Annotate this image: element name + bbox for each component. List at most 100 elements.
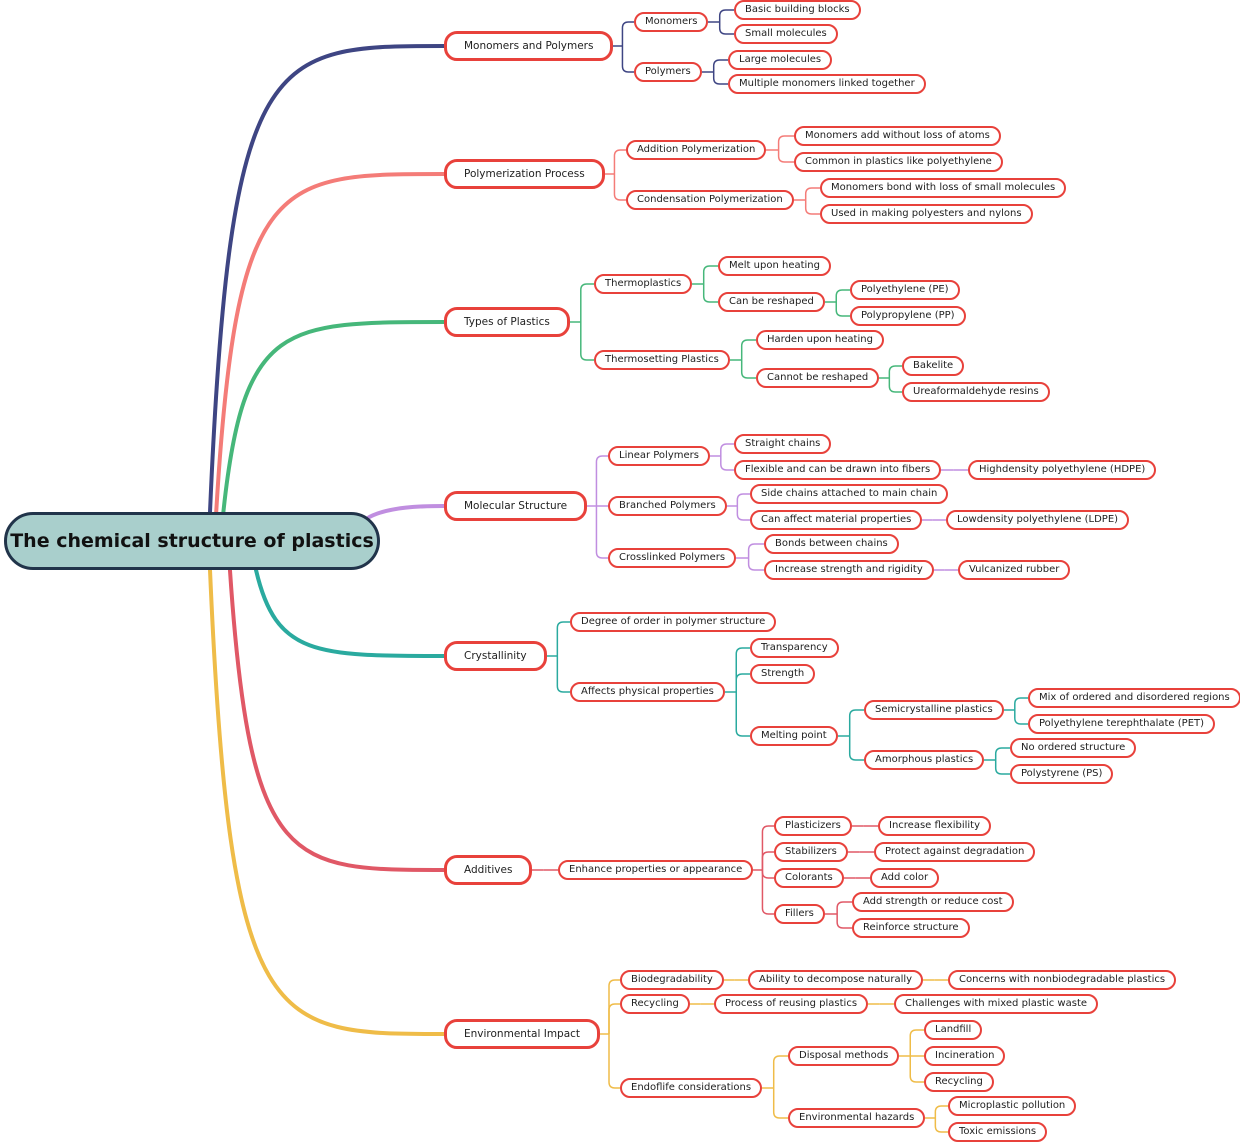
connector-thermoplastics (692, 265, 718, 303)
node-increase-strength[interactable]: Increase strength and rigidity (764, 560, 934, 580)
main-branch-polymerization-process (214, 172, 446, 514)
node-bonds-between-chains[interactable]: Bonds between chains (764, 534, 899, 554)
node-semicrystalline[interactable]: Semicrystalline plastics (864, 700, 1004, 720)
node-process-reusing[interactable]: Process of reusing plastics (714, 994, 869, 1014)
node-disposal-methods[interactable]: Disposal methods (788, 1046, 900, 1066)
node-recycling[interactable]: Recycling (620, 994, 690, 1014)
node-vulcanized-rubber[interactable]: Vulcanized rubber (958, 560, 1071, 580)
node-decompose-naturally[interactable]: Ability to decompose naturally (748, 970, 924, 990)
node-melt-upon-heating[interactable]: Melt upon heating (718, 256, 831, 276)
node-polyethylene-pe[interactable]: Polyethylene (PE) (850, 280, 960, 300)
connector-endoflife (762, 1055, 788, 1119)
node-thermoplastics[interactable]: Thermoplastics (594, 274, 693, 294)
node-fillers[interactable]: Fillers (774, 904, 825, 924)
node-polyesters-nylons[interactable]: Used in making polyesters and nylons (820, 204, 1033, 224)
node-toxic-emissions[interactable]: Toxic emissions (948, 1122, 1048, 1142)
node-colorants[interactable]: Colorants (774, 868, 844, 888)
node-additives[interactable]: Additives (444, 855, 533, 885)
node-concerns-nonbio[interactable]: Concerns with nonbiodegradable plastics (948, 970, 1177, 990)
node-strength[interactable]: Strength (750, 664, 816, 684)
connector-disposal-methods (899, 1029, 924, 1083)
node-recycling-method[interactable]: Recycling (924, 1072, 994, 1092)
node-monomers-and-polymers[interactable]: Monomers and Polymers (444, 31, 614, 61)
node-landfill[interactable]: Landfill (924, 1020, 983, 1040)
connector-environmental-impact (600, 979, 620, 1089)
node-common-in-plastics[interactable]: Common in plastics like polyethylene (794, 152, 1003, 172)
node-endoflife[interactable]: Endoflife considerations (620, 1078, 763, 1098)
connector-cannot-be-reshaped (879, 365, 902, 393)
connector-affects-physical (725, 647, 750, 737)
connector-amorphous (984, 747, 1010, 775)
connector-enhance-properties (753, 825, 774, 915)
connector-semicrystalline (1004, 697, 1028, 725)
node-microplastic[interactable]: Microplastic pollution (948, 1096, 1077, 1116)
node-ureaformaldehyde[interactable]: Ureaformaldehyde resins (902, 382, 1050, 402)
node-side-chains[interactable]: Side chains attached to main chain (750, 484, 949, 504)
node-enhance-properties[interactable]: Enhance properties or appearance (558, 860, 754, 880)
node-can-be-reshaped[interactable]: Can be reshaped (718, 292, 825, 312)
node-crosslinked-polymers[interactable]: Crosslinked Polymers (608, 548, 737, 568)
node-multiple-monomers[interactable]: Multiple monomers linked together (728, 74, 926, 94)
node-ldpe[interactable]: Lowdensity polyethylene (LDPE) (946, 510, 1130, 530)
node-polypropylene-pp[interactable]: Polypropylene (PP) (850, 306, 966, 326)
node-large-molecules[interactable]: Large molecules (728, 50, 833, 70)
node-plasticizers[interactable]: Plasticizers (774, 816, 852, 836)
connector-types-of-plastics (570, 283, 594, 361)
node-protect-degradation[interactable]: Protect against degradation (874, 842, 1036, 862)
connector-fillers (825, 901, 852, 929)
node-molecular-structure[interactable]: Molecular Structure (444, 491, 588, 521)
node-biodegradability[interactable]: Biodegradability (620, 970, 724, 990)
connector-can-be-reshaped (825, 289, 850, 317)
node-branched-polymers[interactable]: Branched Polymers (608, 496, 727, 516)
node-small-molecules[interactable]: Small molecules (734, 24, 838, 44)
node-pet[interactable]: Polyethylene terephthalate (PET) (1028, 714, 1216, 734)
node-melting-point[interactable]: Melting point (750, 726, 838, 746)
connector-molecular-structure (587, 455, 608, 559)
main-branch-types-of-plastics (221, 320, 446, 514)
node-polymers[interactable]: Polymers (634, 62, 702, 82)
connector-thermosetting-plastics (730, 339, 756, 379)
node-polymerization-process[interactable]: Polymerization Process (444, 159, 605, 189)
node-mixed-waste[interactable]: Challenges with mixed plastic waste (894, 994, 1099, 1014)
node-hdpe[interactable]: Highdensity polyethylene (HDPE) (968, 460, 1157, 480)
node-stabilizers[interactable]: Stabilizers (774, 842, 848, 862)
connector-crystallinity (547, 621, 570, 693)
root-topic[interactable]: The chemical structure of plastics (4, 512, 380, 570)
node-thermosetting-plastics[interactable]: Thermosetting Plastics (594, 350, 730, 370)
node-flexible-fibers[interactable]: Flexible and can be drawn into fibers (734, 460, 942, 480)
node-reinforce[interactable]: Reinforce structure (852, 918, 970, 938)
node-harden-upon-heating[interactable]: Harden upon heating (756, 330, 884, 350)
node-environmental-impact[interactable]: Environmental Impact (444, 1019, 601, 1049)
connector-monomers-and-polymers (613, 21, 634, 73)
node-increase-flexibility[interactable]: Increase flexibility (878, 816, 991, 836)
node-add-without-loss[interactable]: Monomers add without loss of atoms (794, 126, 1001, 146)
node-environmental-hazards[interactable]: Environmental hazards (788, 1108, 926, 1128)
node-bakelite[interactable]: Bakelite (902, 356, 965, 376)
node-cannot-be-reshaped[interactable]: Cannot be reshaped (756, 368, 880, 388)
node-straight-chains[interactable]: Straight chains (734, 434, 832, 454)
main-branch-environmental-impact (208, 568, 446, 1036)
node-degree-of-order[interactable]: Degree of order in polymer structure (570, 612, 777, 632)
node-incineration[interactable]: Incineration (924, 1046, 1006, 1066)
main-branch-additives (227, 568, 446, 872)
node-crystallinity[interactable]: Crystallinity (444, 641, 547, 671)
node-no-ordered[interactable]: No ordered structure (1010, 738, 1137, 758)
node-basic-building-blocks[interactable]: Basic building blocks (734, 0, 861, 20)
node-condensation-polymerization[interactable]: Condensation Polymerization (626, 190, 794, 210)
node-types-of-plastics[interactable]: Types of Plastics (444, 307, 570, 337)
node-affects-physical[interactable]: Affects physical properties (570, 682, 725, 702)
node-transparency[interactable]: Transparency (750, 638, 839, 658)
node-polystyrene[interactable]: Polystyrene (PS) (1010, 764, 1114, 784)
node-affect-properties[interactable]: Can affect material properties (750, 510, 923, 530)
connector-polymers (702, 59, 728, 85)
node-linear-polymers[interactable]: Linear Polymers (608, 446, 710, 466)
node-add-color[interactable]: Add color (870, 868, 940, 888)
connector-branched-polymers (727, 493, 750, 521)
node-amorphous[interactable]: Amorphous plastics (864, 750, 985, 770)
node-bond-with-loss[interactable]: Monomers bond with loss of small molecul… (820, 178, 1067, 198)
node-monomers[interactable]: Monomers (634, 12, 709, 32)
node-mix-ordered[interactable]: Mix of ordered and disordered regions (1028, 688, 1240, 708)
node-add-strength[interactable]: Add strength or reduce cost (852, 892, 1014, 912)
node-addition-polymerization[interactable]: Addition Polymerization (626, 140, 767, 160)
